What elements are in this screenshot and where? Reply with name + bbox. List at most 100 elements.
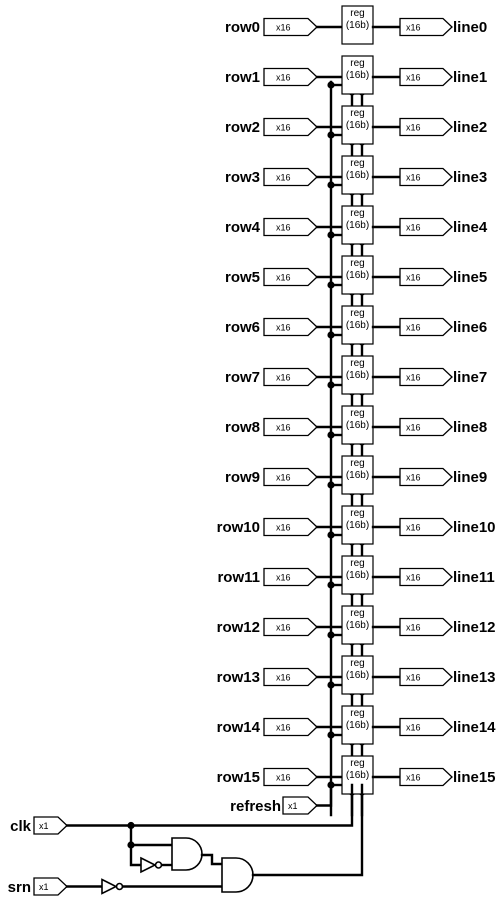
register-subtitle: (16b) <box>346 470 369 481</box>
row-output-port[interactable]: x16 <box>399 417 453 437</box>
register-subtitle: (16b) <box>346 620 369 631</box>
row-output-port[interactable]: x16 <box>399 367 453 387</box>
input-port-shape <box>263 367 318 387</box>
row-input-label: row2 <box>225 119 260 136</box>
output-port-width: x16 <box>406 23 421 33</box>
row-input-port[interactable]: x16 <box>263 717 318 737</box>
row-output-port[interactable]: x16 <box>399 567 453 587</box>
row-output-label: line12 <box>453 619 496 636</box>
refresh-wire <box>315 783 333 807</box>
row-input-port[interactable]: x16 <box>263 67 318 87</box>
row-input-port[interactable]: x16 <box>263 267 318 287</box>
clk-branch-inverter <box>129 843 143 867</box>
row-input-label: row0 <box>225 19 260 36</box>
clk-port-width: x1 <box>39 821 49 831</box>
register-box <box>341 405 374 445</box>
input-port-shape <box>263 267 318 287</box>
row-output-port[interactable]: x16 <box>399 767 453 787</box>
row-output-port[interactable]: x16 <box>399 317 453 337</box>
input-port-width: x16 <box>276 773 291 783</box>
register-subtitle: (16b) <box>346 120 369 131</box>
row-input-port[interactable]: x16 <box>263 667 318 687</box>
row-output-port[interactable]: x16 <box>399 717 453 737</box>
register-box <box>341 605 374 645</box>
input-port-width: x16 <box>276 23 291 33</box>
row-output-label: line0 <box>453 19 487 36</box>
register-subtitle: (16b) <box>346 20 369 31</box>
row-input-port[interactable]: x16 <box>263 367 318 387</box>
row-input-port[interactable]: x16 <box>263 517 318 537</box>
output-port-shape <box>399 567 453 587</box>
row-input-port[interactable]: x16 <box>263 467 318 487</box>
clk-port-shape <box>33 816 68 835</box>
row-input-port[interactable]: x16 <box>263 767 318 787</box>
register-block: reg(16b) <box>341 5 374 45</box>
row-input-port[interactable]: x16 <box>263 117 318 137</box>
row-output-port[interactable]: x16 <box>399 217 453 237</box>
row-output-port[interactable]: x16 <box>399 17 453 37</box>
row-input-port[interactable]: x16 <box>263 17 318 37</box>
clk-input-port[interactable]: x1 <box>33 816 68 835</box>
row-input-port[interactable]: x16 <box>263 317 318 337</box>
enable-junction-dot <box>327 81 335 89</box>
srn-input-port[interactable]: x1 <box>33 877 68 896</box>
row-output-port[interactable]: x16 <box>399 267 453 287</box>
output-port-shape <box>399 717 453 737</box>
output-port-width: x16 <box>406 373 421 383</box>
row-input-port[interactable]: x16 <box>263 417 318 437</box>
register-box <box>341 55 374 95</box>
row-output-port[interactable]: x16 <box>399 617 453 637</box>
register-block: reg(16b) <box>341 455 374 495</box>
row-output-port[interactable]: x16 <box>399 517 453 537</box>
row-output-label: line13 <box>453 669 496 686</box>
register-title: reg <box>350 608 364 619</box>
register-box <box>341 555 374 595</box>
row-input-label: row14 <box>217 719 261 736</box>
row-input-label: row7 <box>225 369 260 386</box>
input-port-shape <box>263 467 318 487</box>
register-title: reg <box>350 208 364 219</box>
refresh-port-shape <box>282 796 318 815</box>
row-output-label: line14 <box>453 719 496 736</box>
output-port-width: x16 <box>406 273 421 283</box>
row-output-port[interactable]: x16 <box>399 117 453 137</box>
register-box <box>341 505 374 545</box>
input-port-width: x16 <box>276 673 291 683</box>
row-input-port[interactable]: x16 <box>263 617 318 637</box>
row-output-port[interactable]: x16 <box>399 67 453 87</box>
row-output-port[interactable]: x16 <box>399 467 453 487</box>
row-input-label: row15 <box>217 769 260 786</box>
register-box <box>341 255 374 295</box>
register-title: reg <box>350 8 364 19</box>
output-port-shape <box>399 417 453 437</box>
refresh-input-port[interactable]: x1 <box>282 796 318 815</box>
register-title: reg <box>350 158 364 169</box>
register-block: reg(16b) <box>341 505 374 545</box>
output-port-width: x16 <box>406 73 421 83</box>
row-input-label: row8 <box>225 419 260 436</box>
row-output-label: line7 <box>453 369 487 386</box>
row-output-port[interactable]: x16 <box>399 667 453 687</box>
row-input-port[interactable]: x16 <box>263 217 318 237</box>
register-box <box>341 655 374 695</box>
enable-junction-dot <box>327 331 335 339</box>
row-input-label: row9 <box>225 469 260 486</box>
row-output-label: line11 <box>453 569 495 586</box>
row-output-port[interactable]: x16 <box>399 167 453 187</box>
row-input-port[interactable]: x16 <box>263 167 318 187</box>
enable-junction-dot <box>327 731 335 739</box>
input-port-width: x16 <box>276 423 291 433</box>
enable-junction-dot <box>327 231 335 239</box>
input-port-shape <box>263 217 318 237</box>
row-input-port[interactable]: x16 <box>263 567 318 587</box>
register-box <box>341 355 374 395</box>
output-port-width: x16 <box>406 223 421 233</box>
register-title: reg <box>350 108 364 119</box>
